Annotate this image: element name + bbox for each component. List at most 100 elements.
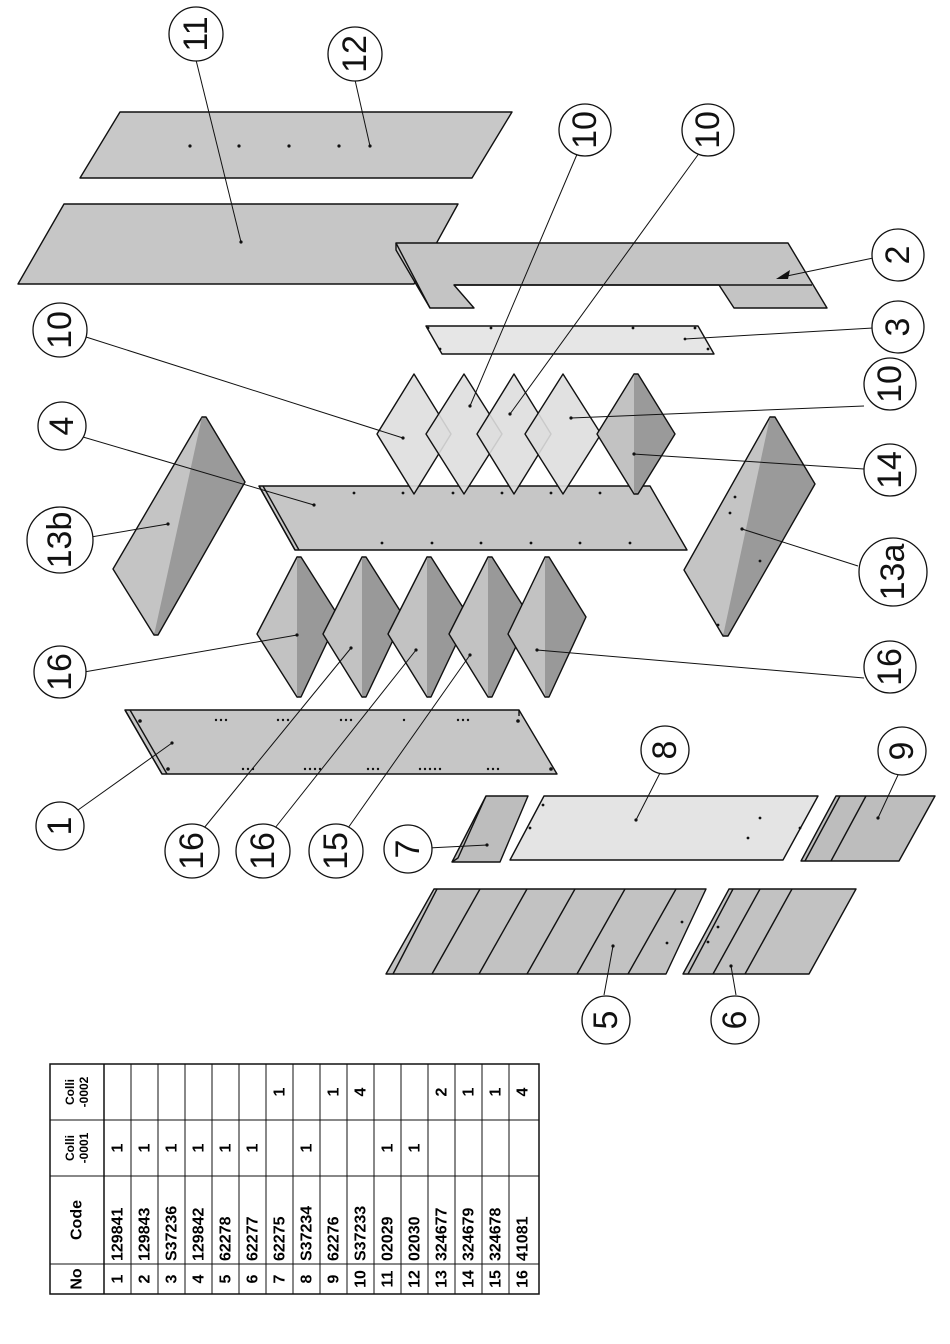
panel-8 bbox=[510, 796, 818, 860]
svg-text:1: 1 bbox=[191, 1143, 208, 1152]
svg-text:129841: 129841 bbox=[110, 1208, 127, 1261]
svg-text:16: 16 bbox=[244, 832, 282, 870]
header-colli-0001-a: Colli bbox=[63, 1135, 77, 1161]
callout-16: 16 bbox=[236, 824, 290, 878]
svg-text:1: 1 bbox=[164, 1143, 181, 1152]
callout-13a: 13a bbox=[859, 538, 927, 606]
svg-text:02030: 02030 bbox=[407, 1216, 424, 1261]
svg-text:1: 1 bbox=[110, 1274, 127, 1283]
svg-text:4: 4 bbox=[43, 417, 81, 436]
callout-10: 10 bbox=[682, 104, 734, 156]
svg-text:S37234: S37234 bbox=[299, 1206, 316, 1261]
svg-text:1: 1 bbox=[488, 1087, 505, 1096]
svg-text:1: 1 bbox=[245, 1143, 262, 1152]
callout-8: 8 bbox=[641, 726, 689, 774]
callout-16: 16 bbox=[34, 646, 86, 698]
svg-text:324679: 324679 bbox=[461, 1208, 478, 1261]
svg-text:1: 1 bbox=[272, 1087, 289, 1096]
panel-11 bbox=[18, 204, 458, 284]
svg-text:1: 1 bbox=[137, 1143, 154, 1152]
svg-text:13b: 13b bbox=[41, 512, 79, 569]
svg-text:4: 4 bbox=[353, 1087, 370, 1096]
svg-text:14: 14 bbox=[871, 451, 909, 489]
callout-16: 16 bbox=[864, 641, 916, 693]
svg-text:02029: 02029 bbox=[380, 1216, 397, 1261]
panel-3 bbox=[426, 326, 714, 354]
panel-2 bbox=[396, 243, 827, 308]
svg-text:16: 16 bbox=[515, 1270, 532, 1288]
header-colli-0001-b: -0001 bbox=[77, 1132, 91, 1163]
panel-6 bbox=[683, 889, 856, 974]
svg-text:62278: 62278 bbox=[218, 1216, 235, 1261]
panel-13b bbox=[113, 417, 245, 635]
panels bbox=[18, 112, 935, 974]
svg-text:10: 10 bbox=[353, 1270, 370, 1288]
svg-text:1: 1 bbox=[110, 1143, 127, 1152]
svg-text:10: 10 bbox=[689, 111, 727, 149]
svg-text:2: 2 bbox=[434, 1087, 451, 1096]
svg-text:S37233: S37233 bbox=[353, 1206, 370, 1261]
panel-13a bbox=[684, 417, 815, 636]
svg-text:15: 15 bbox=[488, 1270, 505, 1288]
header-code: Code bbox=[69, 1200, 86, 1240]
panel-4 bbox=[259, 486, 687, 550]
callout-10: 10 bbox=[559, 104, 611, 156]
svg-text:3: 3 bbox=[879, 318, 917, 337]
svg-text:129843: 129843 bbox=[137, 1208, 154, 1261]
svg-text:12: 12 bbox=[407, 1270, 424, 1288]
panel-16-d bbox=[508, 557, 586, 697]
panel-14 bbox=[597, 374, 675, 494]
svg-text:12: 12 bbox=[336, 35, 374, 73]
svg-text:8: 8 bbox=[299, 1274, 316, 1283]
svg-text:1: 1 bbox=[407, 1143, 424, 1152]
svg-text:16: 16 bbox=[173, 832, 211, 870]
callout-7: 7 bbox=[384, 825, 432, 873]
svg-text:324677: 324677 bbox=[434, 1208, 451, 1261]
callout-16: 16 bbox=[165, 824, 219, 878]
callout-10: 10 bbox=[864, 358, 916, 410]
svg-text:324678: 324678 bbox=[488, 1208, 505, 1261]
svg-text:7: 7 bbox=[389, 840, 427, 859]
parts-table: No Code Colli -0001 Colli -0002 11298411… bbox=[50, 1064, 539, 1294]
svg-text:1: 1 bbox=[299, 1143, 316, 1152]
callout-10: 10 bbox=[33, 303, 87, 357]
callout-11: 11 bbox=[169, 7, 223, 61]
svg-text:15: 15 bbox=[317, 832, 355, 870]
svg-text:11: 11 bbox=[380, 1270, 397, 1287]
svg-text:2: 2 bbox=[879, 246, 917, 265]
svg-text:13: 13 bbox=[434, 1270, 451, 1288]
svg-text:2: 2 bbox=[137, 1274, 154, 1283]
svg-text:4: 4 bbox=[515, 1087, 532, 1096]
panel-10-d bbox=[525, 374, 601, 494]
header-no: No bbox=[69, 1268, 86, 1290]
svg-text:6: 6 bbox=[245, 1274, 262, 1283]
svg-text:1: 1 bbox=[41, 817, 79, 836]
svg-text:5: 5 bbox=[218, 1274, 235, 1283]
svg-text:7: 7 bbox=[272, 1274, 289, 1283]
callout-13b: 13b bbox=[27, 507, 93, 573]
callout-6: 6 bbox=[711, 996, 759, 1044]
callout-4: 4 bbox=[38, 402, 86, 450]
header-colli-0002-a: Colli bbox=[63, 1079, 77, 1105]
svg-text:16: 16 bbox=[41, 653, 79, 691]
svg-text:13a: 13a bbox=[874, 544, 912, 601]
svg-text:9: 9 bbox=[326, 1274, 343, 1283]
callout-2: 2 bbox=[872, 229, 924, 281]
panel-5 bbox=[386, 889, 706, 974]
callout-5: 5 bbox=[582, 996, 630, 1044]
panel-12 bbox=[80, 112, 512, 178]
svg-text:1: 1 bbox=[326, 1087, 343, 1096]
callout-12: 12 bbox=[328, 27, 382, 81]
svg-text:1: 1 bbox=[461, 1087, 478, 1096]
svg-text:62276: 62276 bbox=[326, 1216, 343, 1261]
svg-text:41081: 41081 bbox=[515, 1216, 532, 1261]
svg-text:S37236: S37236 bbox=[164, 1206, 181, 1261]
svg-text:4: 4 bbox=[191, 1274, 208, 1283]
svg-text:14: 14 bbox=[461, 1270, 478, 1288]
svg-text:10: 10 bbox=[871, 365, 909, 403]
svg-text:11: 11 bbox=[177, 16, 215, 51]
svg-text:8: 8 bbox=[646, 741, 684, 760]
svg-text:9: 9 bbox=[883, 742, 921, 761]
svg-text:3: 3 bbox=[164, 1274, 181, 1283]
